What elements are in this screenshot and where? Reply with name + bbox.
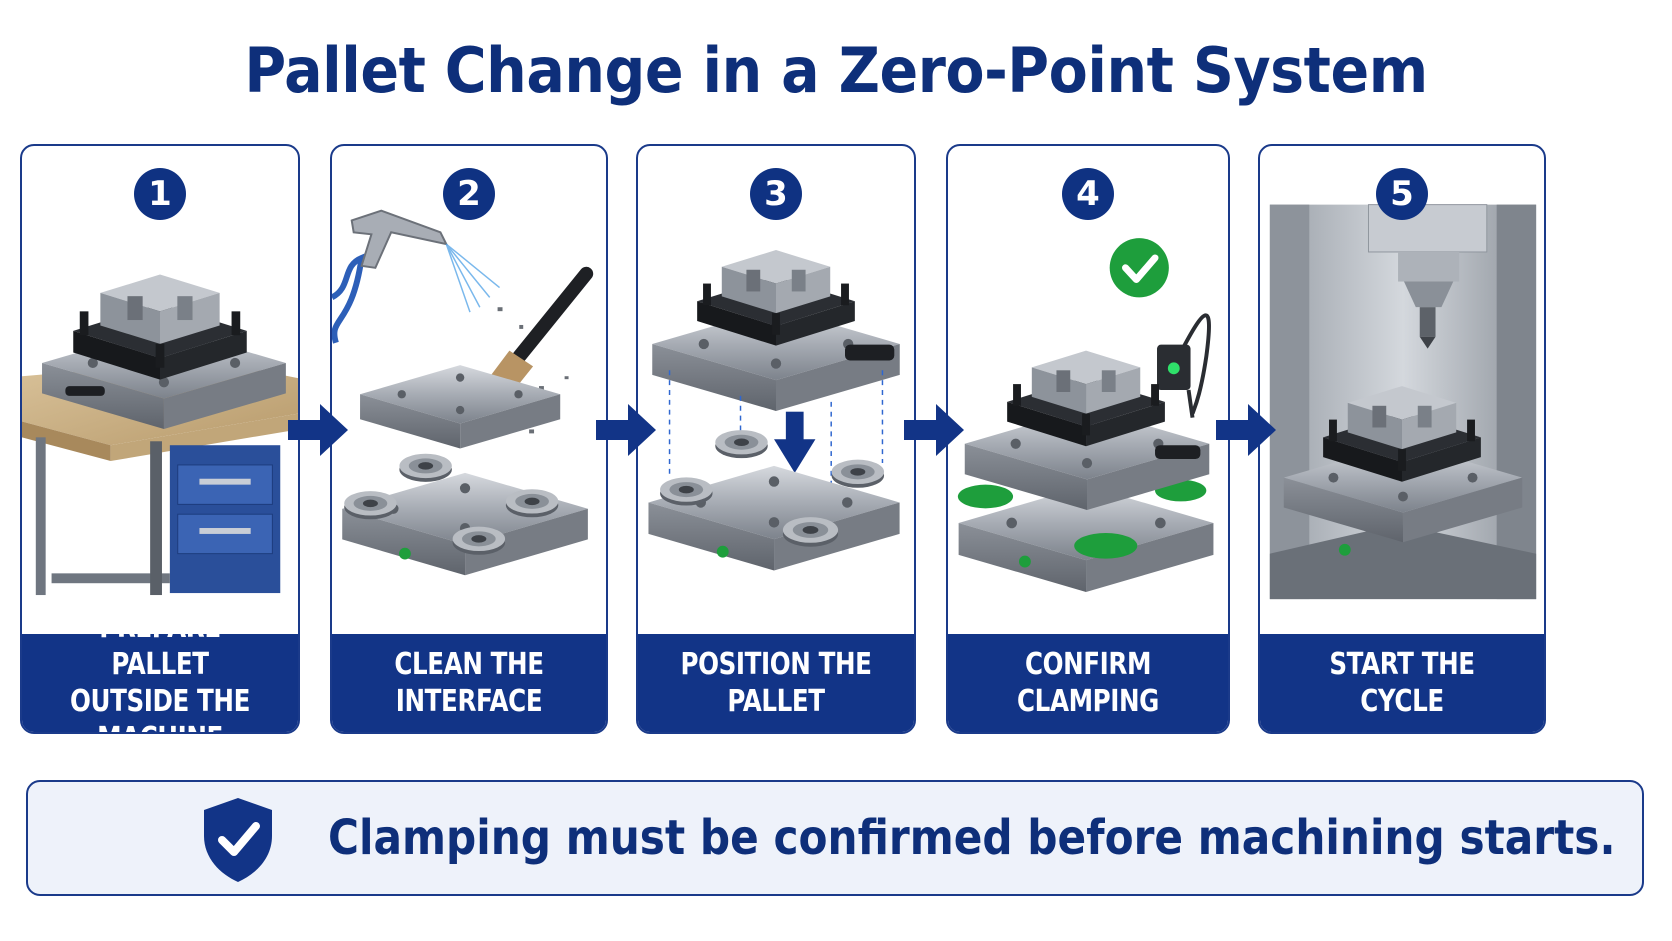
arrow-right-icon — [1216, 404, 1276, 456]
step-card-1: 1 PREPARE PALLET OUTSIDE THE MACHINE — [20, 144, 300, 734]
arrow-right-icon — [904, 404, 964, 456]
step-label-4: CONFIRM CLAMPING — [948, 634, 1228, 732]
air-gun-and-brush-icon — [332, 209, 594, 576]
step-card-4: 4 CONFIRM CLAMPING — [946, 144, 1230, 734]
step-card-3: 3 POSITION THE PALLET — [636, 144, 916, 734]
step-card-2: 2 CLEAN THE INTERFACE — [330, 144, 608, 734]
shield-check-icon — [204, 798, 272, 882]
clamp-sensor-check-icon — [957, 238, 1214, 592]
clamping-note-text: Clamping must be confirmed before machin… — [328, 810, 1616, 866]
arrow-right-icon — [596, 404, 656, 456]
step-number-2: 2 — [443, 168, 495, 220]
step-label-1: PREPARE PALLET OUTSIDE THE MACHINE — [22, 610, 298, 732]
step-number-4: 4 — [1062, 168, 1114, 220]
step-number-1: 1 — [134, 168, 186, 220]
pallet-lowering-icon — [648, 250, 900, 571]
step-label-5: START THE CYCLE — [1260, 634, 1544, 732]
step-number-5: 5 — [1376, 168, 1428, 220]
pallet-on-workbench-icon — [22, 274, 298, 596]
step-card-5: 5 START THE CYCLE — [1258, 144, 1546, 734]
step-number-3: 3 — [750, 168, 802, 220]
machine-spindle-icon — [1269, 204, 1537, 600]
page-title: Pallet Change in a Zero-Point System — [244, 34, 1428, 107]
arrow-right-icon — [288, 404, 348, 456]
step-label-3: POSITION THE PALLET — [638, 634, 914, 732]
step-label-2: CLEAN THE INTERFACE — [332, 634, 606, 732]
clamping-note: Clamping must be confirmed before machin… — [26, 780, 1644, 896]
